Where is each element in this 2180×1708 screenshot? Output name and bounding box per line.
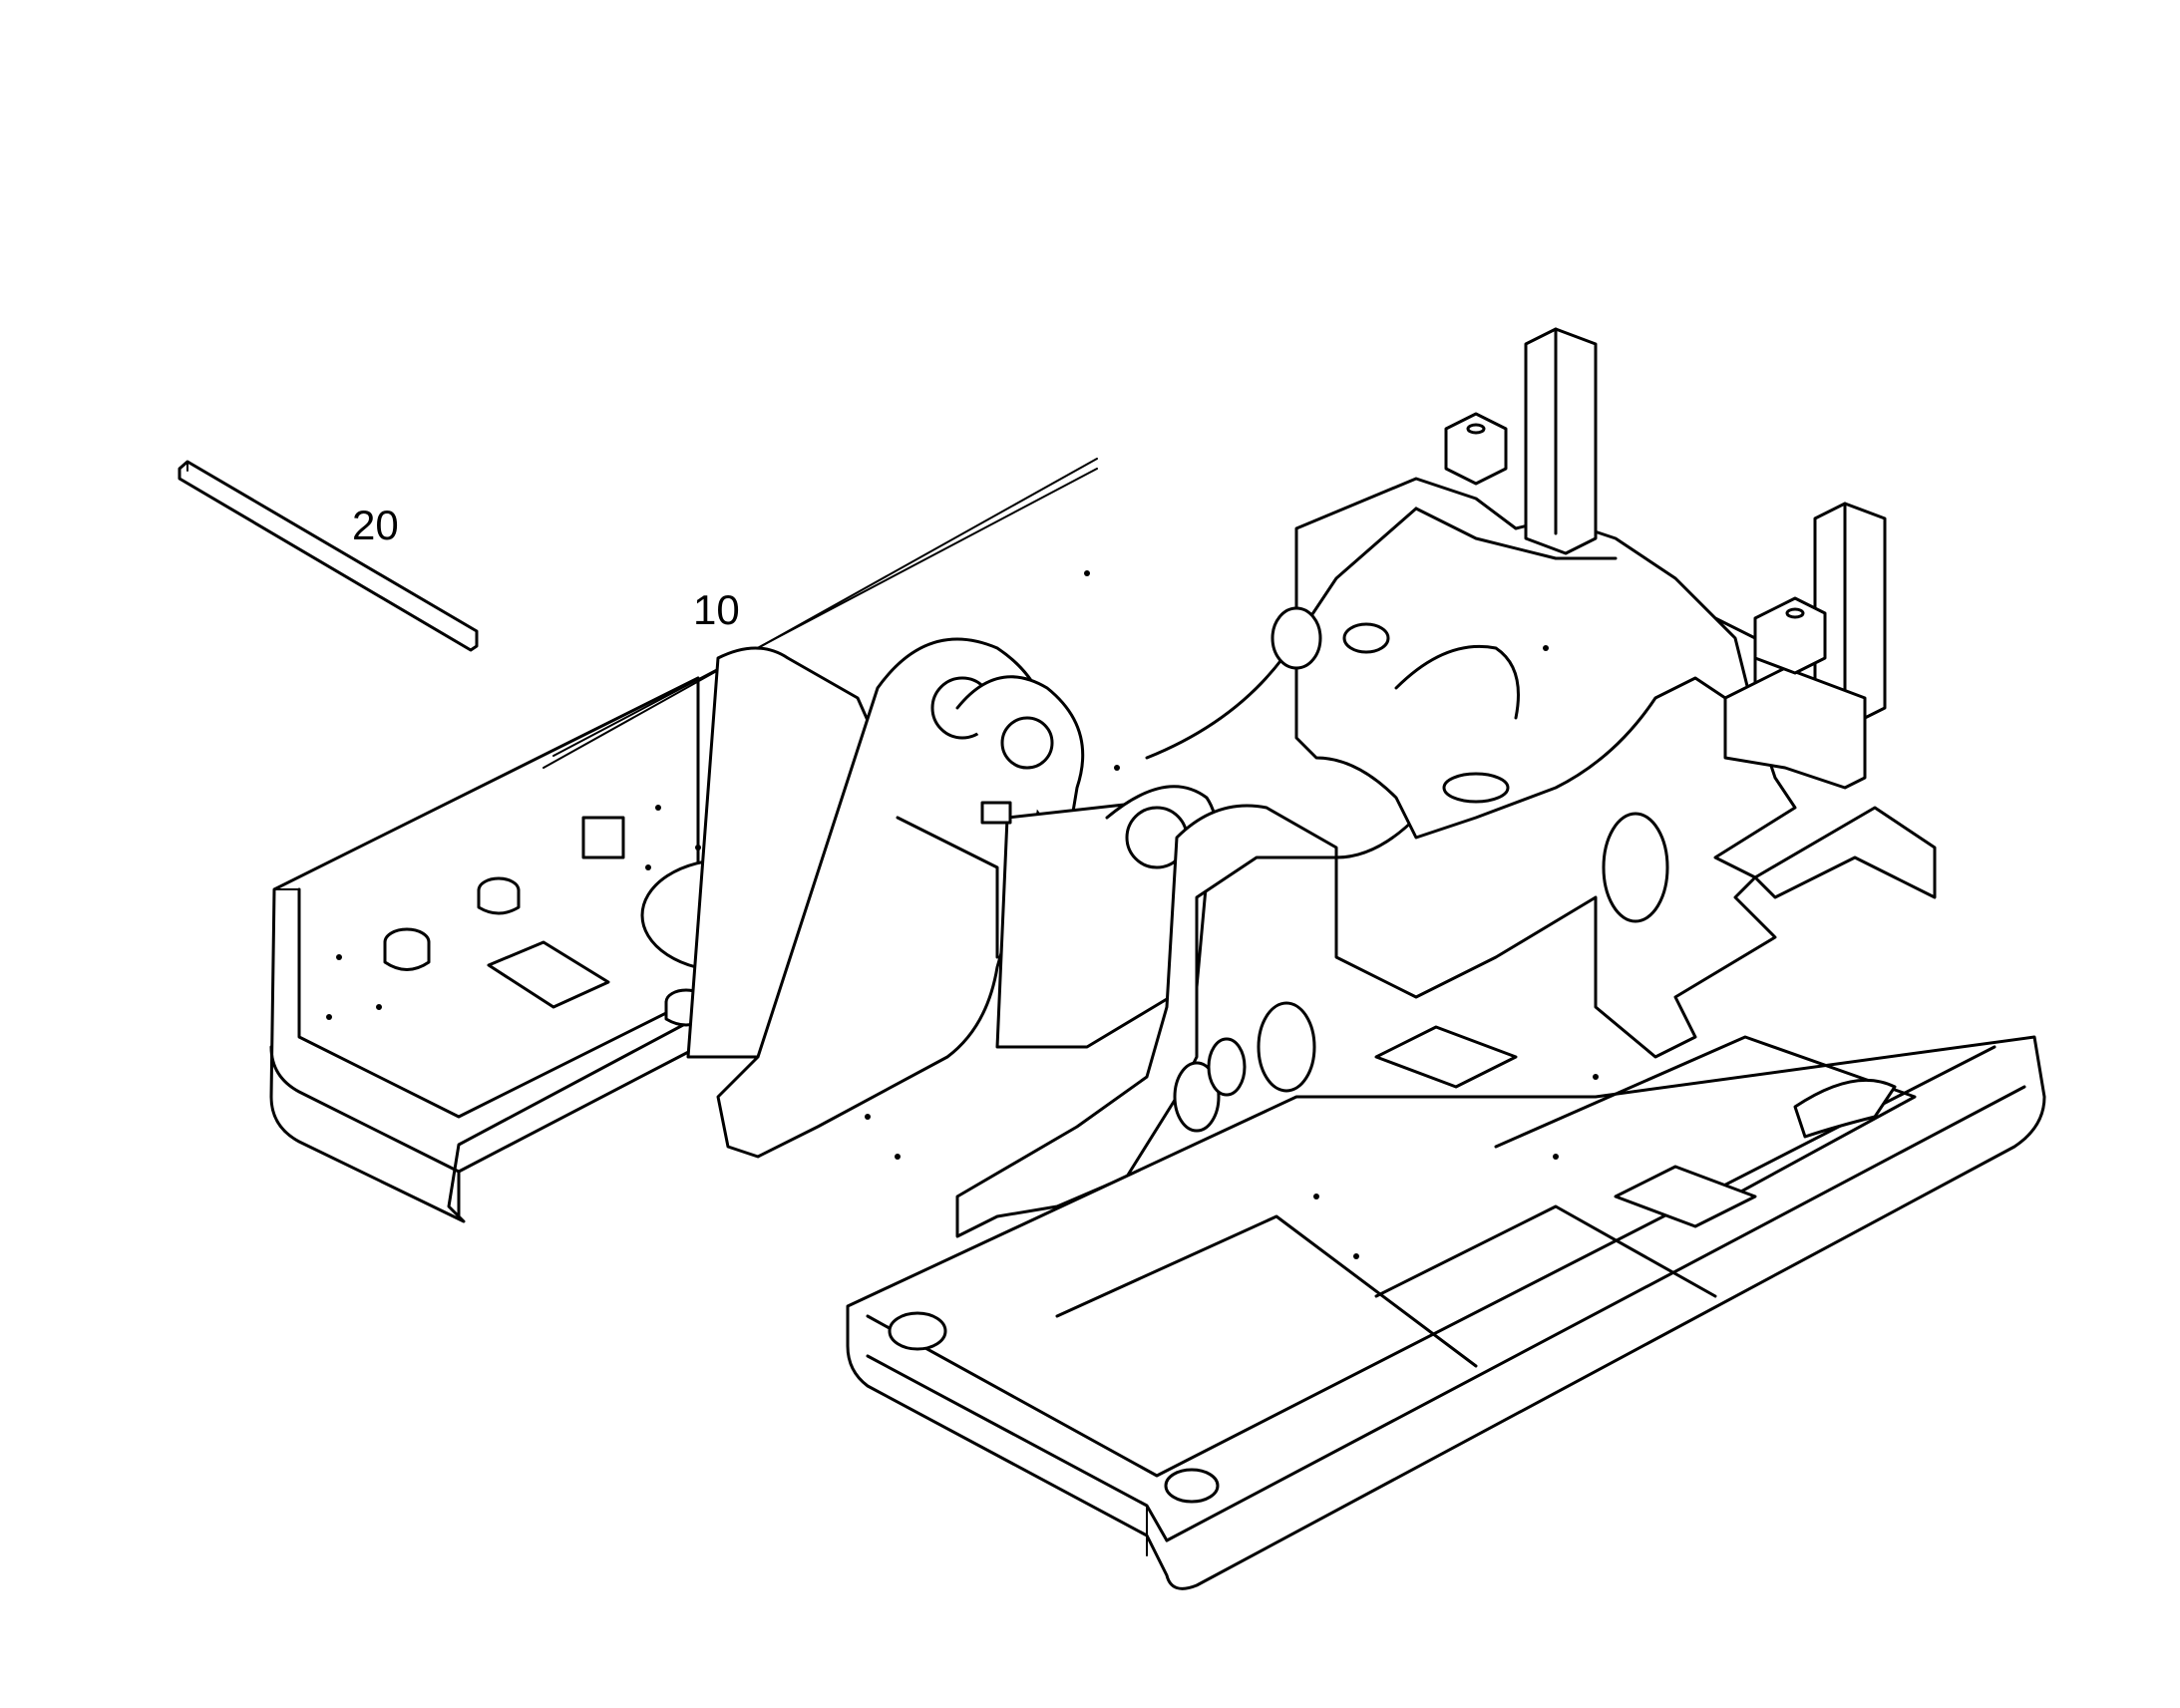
- right-frame: [955, 477, 1937, 1238]
- boom-mount: [686, 637, 1219, 1159]
- right-end-blocks: [1444, 327, 1887, 790]
- callout-10: 10: [693, 586, 740, 633]
- part-20-strip[interactable]: [178, 460, 479, 652]
- bottom-skid: [846, 1025, 2046, 1590]
- callout-20: 20: [352, 502, 399, 548]
- bolt-dots: [326, 570, 1599, 1259]
- part-10-upper-frame[interactable]: [269, 327, 2046, 1590]
